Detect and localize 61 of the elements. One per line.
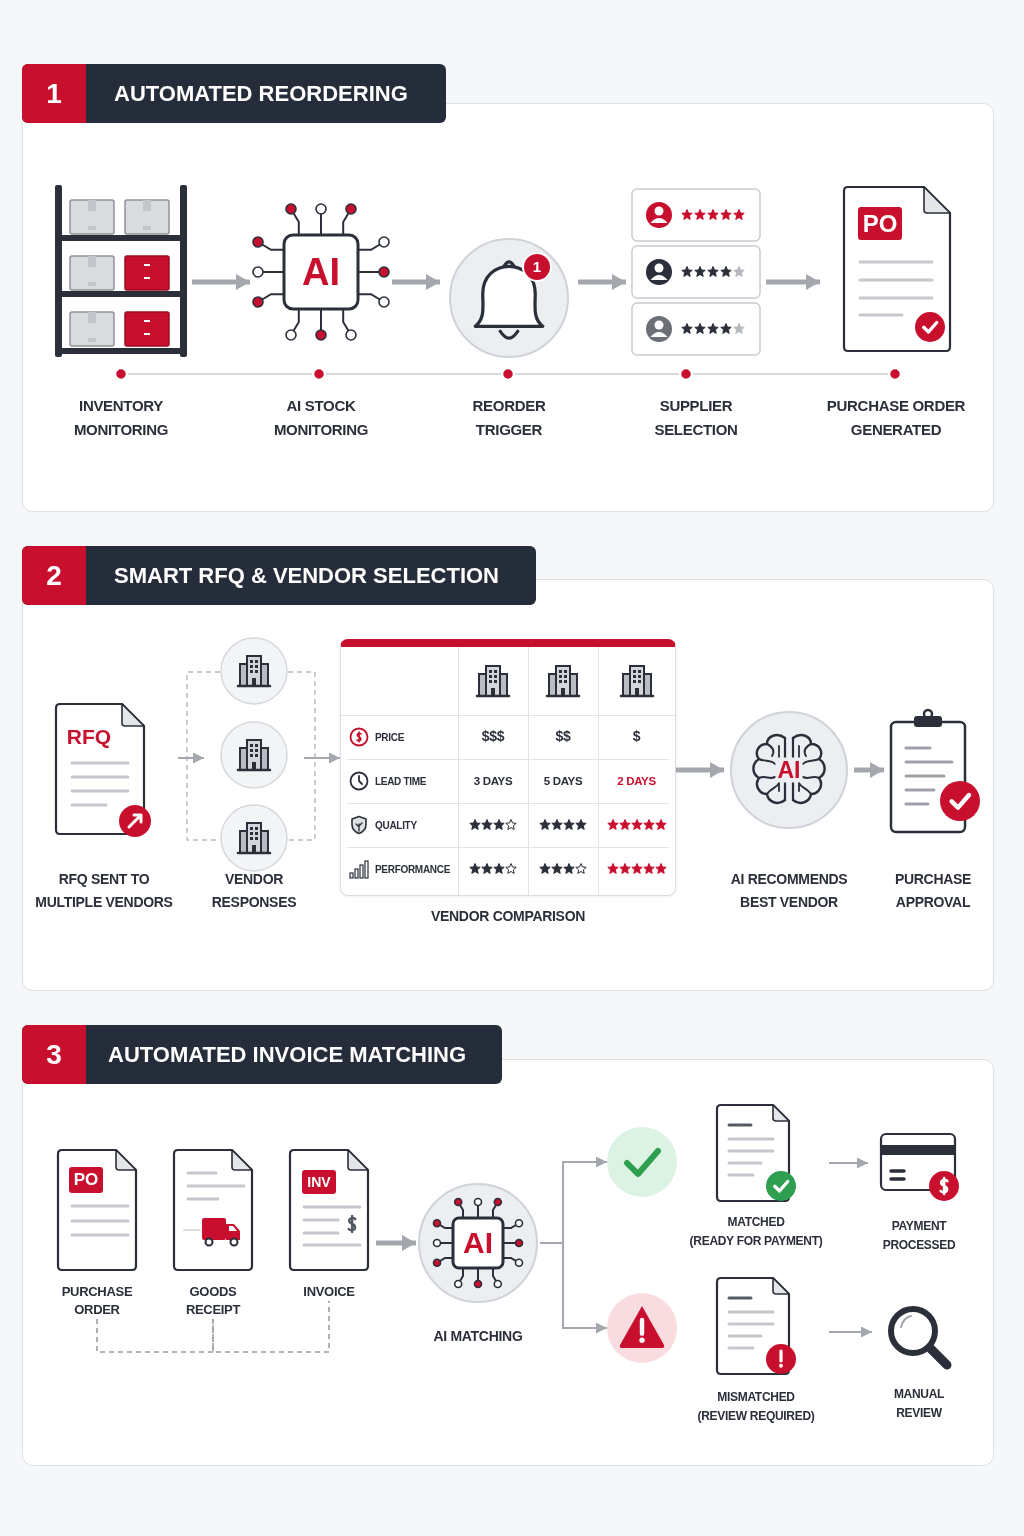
document-tag: PO (858, 207, 902, 240)
step-label: INVENTORY MONITORING (73, 396, 169, 440)
row-label: PRICE (375, 731, 405, 743)
section-title: AUTOMATED REORDERING (114, 80, 408, 108)
step-label: MANUAL REVIEW (893, 1386, 945, 1422)
arrow (766, 274, 820, 290)
section-title: AUTOMATED INVOICE MATCHING (108, 1041, 467, 1069)
document-title: RFQ (66, 725, 112, 747)
step-label: PURCHASE ORDER GENERATED (826, 396, 966, 440)
section-number: 3 (22, 1025, 86, 1084)
table-value: 2 DAYS (617, 774, 656, 788)
step-label: VENDOR RESPONSES (211, 870, 297, 912)
section-number: 1 (22, 64, 86, 123)
section-number: 2 (22, 546, 86, 605)
section-title: SMART RFQ & VENDOR SELECTION (114, 562, 499, 590)
table-value: $ (632, 729, 641, 745)
arrow (676, 762, 724, 778)
table-value: 5 DAYS (543, 774, 583, 788)
document-tag: PO (69, 1167, 103, 1193)
arrow (854, 762, 884, 778)
step-label: RFQ SENT TO MULTIPLE VENDORS (35, 870, 173, 912)
dashed-connector (212, 1300, 330, 1353)
arrow (376, 1235, 416, 1251)
arrow (177, 752, 205, 764)
arrow (828, 1326, 873, 1338)
section-panel (22, 64, 994, 512)
chip-label: AI (463, 1228, 493, 1258)
section-panel (22, 546, 994, 991)
section-panel (22, 1025, 994, 1466)
step-label: VENDOR COMPARISON (430, 907, 586, 926)
check-circle-icon (607, 1127, 677, 1197)
chip-label: AI (302, 253, 340, 291)
step-label: MISMATCHED (REVIEW REQUIRED) (697, 1389, 815, 1425)
dashed-connector (96, 1318, 214, 1353)
step-label: AI STOCK MONITORING (273, 396, 369, 440)
step-label: SUPPLIER SELECTION (654, 396, 738, 440)
step-label: PURCHASE ORDER (61, 1283, 133, 1319)
arrow (303, 752, 341, 764)
step-label: AI MATCHING (433, 1327, 523, 1346)
document-tag: INV (302, 1170, 336, 1194)
table-value: $$$ (481, 729, 505, 745)
table-value: $$ (555, 729, 571, 745)
notification-count: 1 (524, 254, 550, 280)
step-label: PAYMENT PROCESSED (882, 1218, 956, 1254)
chip-label: AI (775, 757, 803, 783)
warning-circle-icon (607, 1293, 677, 1363)
step-label: PURCHASE APPROVAL (894, 870, 972, 912)
arrow (828, 1157, 869, 1169)
step-label: MATCHED (READY FOR PAYMENT) (689, 1214, 823, 1250)
arrow (578, 274, 626, 290)
step-label: INVOICE (303, 1283, 355, 1301)
arrow (392, 274, 440, 290)
arrow (192, 274, 250, 290)
step-label: AI RECOMMENDS BEST VENDOR (730, 870, 848, 912)
row-label: PERFORMANCE (375, 863, 451, 875)
step-label: GOODS RECEIPT (185, 1283, 241, 1319)
table-value: 3 DAYS (473, 774, 513, 788)
row-label: QUALITY (375, 819, 417, 831)
step-label: REORDER TRIGGER (472, 396, 546, 440)
timeline-track (114, 367, 902, 381)
row-label: LEAD TIME (375, 775, 427, 787)
